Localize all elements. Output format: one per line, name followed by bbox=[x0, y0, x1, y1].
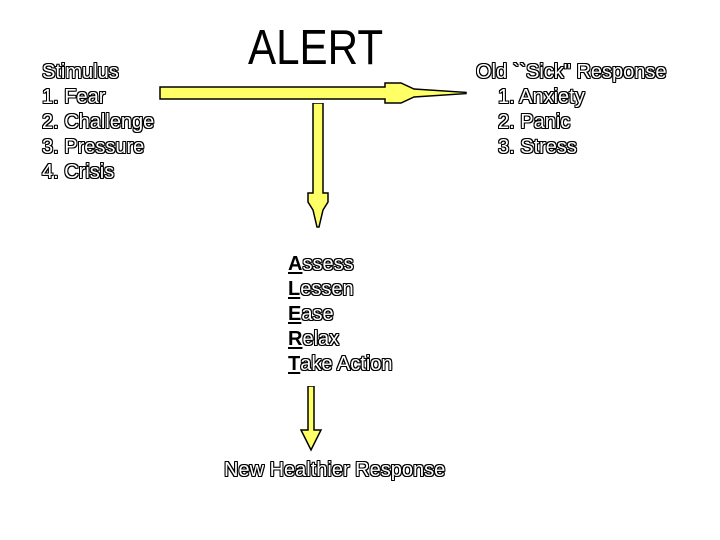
slide-title: ALERT bbox=[248, 21, 384, 75]
stimulus-item: 1. Fear bbox=[42, 86, 106, 108]
step-lead-letter: T bbox=[288, 353, 301, 375]
alert-step: Take Action bbox=[288, 352, 393, 377]
step-rest: essen bbox=[300, 278, 354, 300]
step-rest: elax bbox=[302, 328, 340, 350]
old-response-section: Old ``Sick" Response 1. Anxiety 2. Panic… bbox=[476, 60, 667, 160]
down-arrow-icon bbox=[299, 386, 323, 452]
old-response-item: 2. Panic bbox=[498, 111, 571, 133]
alert-steps: Assess Lessen Ease Relax Take Action bbox=[288, 252, 393, 377]
old-response-heading: Old ``Sick" Response bbox=[476, 61, 667, 83]
old-response-item: 3. Stress bbox=[498, 136, 577, 158]
stimulus-item: 2. Challenge bbox=[42, 111, 155, 133]
down-arrow-shape bbox=[299, 386, 323, 452]
step-lead-letter: A bbox=[288, 253, 303, 275]
step-lead-letter: R bbox=[288, 328, 303, 350]
stimulus-section: Stimulus 1. Fear 2. Challenge 3. Pressur… bbox=[42, 60, 154, 185]
step-lead-letter: E bbox=[288, 303, 302, 325]
down-arrow-icon bbox=[307, 103, 329, 228]
stimulus-heading: Stimulus bbox=[42, 61, 119, 83]
step-lead-letter: L bbox=[288, 278, 301, 300]
alert-step: Assess bbox=[288, 252, 393, 277]
alert-step: Lessen bbox=[288, 277, 393, 302]
alert-step: Relax bbox=[288, 327, 393, 352]
step-rest: ssess bbox=[302, 253, 354, 275]
down-arrow-shape bbox=[307, 103, 329, 228]
step-rest: ake Action bbox=[300, 353, 393, 375]
alert-step: Ease bbox=[288, 302, 393, 327]
step-rest: ase bbox=[301, 303, 334, 325]
right-arrow-icon bbox=[159, 82, 467, 104]
right-arrow-shape bbox=[159, 82, 467, 104]
stimulus-item: 3. Pressure bbox=[42, 136, 145, 158]
new-response-label: New Healthier Response bbox=[224, 459, 446, 481]
stimulus-item: 4. Crisis bbox=[42, 161, 115, 183]
old-response-item: 1. Anxiety bbox=[498, 86, 585, 108]
